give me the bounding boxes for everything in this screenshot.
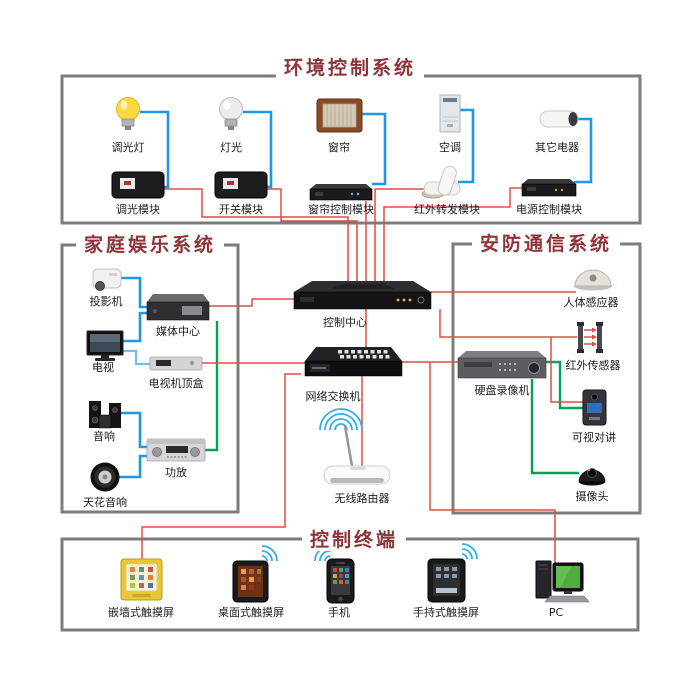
label-ir-sensor: 红外传感器 bbox=[565, 359, 621, 372]
other-appliance-icon bbox=[539, 110, 579, 128]
label-curtain-control-module: 窗帘控制模块 bbox=[308, 203, 374, 216]
wire-switchmodule-controlcenter bbox=[253, 188, 358, 282]
wire-mediacenter-amplifier bbox=[205, 321, 219, 452]
mobile-phone-icon bbox=[314, 545, 355, 604]
wire-irforwardmodule-controlcenter bbox=[374, 188, 424, 282]
label-network-switch: 网络交换机 bbox=[305, 390, 361, 403]
wire-appliance-powermodule bbox=[574, 117, 593, 184]
set-top-box-icon bbox=[149, 356, 203, 371]
label-dimmer-light: 调光灯 bbox=[111, 141, 145, 154]
wire-switch-walltouchscreen bbox=[141, 373, 301, 561]
label-video-intercom: 可视对讲 bbox=[572, 431, 616, 444]
label-body-sensor: 人体感应器 bbox=[563, 296, 619, 309]
amplifier-icon bbox=[146, 438, 206, 462]
wire-ac-irforwardmodule bbox=[458, 108, 475, 184]
label-switch-module: 开关模块 bbox=[219, 203, 263, 216]
control-center-icon bbox=[293, 281, 432, 310]
green-wires bbox=[205, 321, 583, 475]
handheld-touchscreen-icon bbox=[427, 543, 478, 603]
section-title-terminal: 控制终端 bbox=[301, 529, 407, 551]
projector-icon bbox=[92, 268, 122, 291]
wire-powermodule-controlcenter bbox=[383, 187, 522, 282]
label-desktop-touchscreen: 桌面式触摸屏 bbox=[218, 606, 284, 619]
label-ir-forward-module: 红外转发模块 bbox=[414, 203, 480, 216]
label-other-appliance: 其它电器 bbox=[535, 141, 579, 154]
label-air-conditioner: 空调 bbox=[439, 141, 461, 154]
wire-curtain-curtainmodule bbox=[361, 112, 387, 186]
label-power-control-module: 电源控制模块 bbox=[516, 203, 582, 216]
wire-tv-mediacenter bbox=[123, 311, 147, 343]
label-control-center: 控制中心 bbox=[323, 316, 367, 329]
wire-dimmingmodule-controlcenter bbox=[147, 188, 349, 282]
label-ceiling-speaker: 天花音响 bbox=[83, 496, 127, 509]
label-wireless-router: 无线路由器 bbox=[334, 492, 390, 505]
label-wall-touchscreen: 嵌墙式触摸屏 bbox=[108, 606, 174, 619]
network-switch-icon bbox=[304, 347, 403, 377]
air-conditioner-icon bbox=[439, 94, 461, 133]
label-curtain: 窗帘 bbox=[328, 141, 350, 154]
wire-dvr-camera bbox=[530, 379, 579, 475]
label-dvr: 硬盘录像机 bbox=[474, 384, 530, 397]
curtain-icon bbox=[316, 98, 363, 133]
ir-forward-module-icon bbox=[421, 165, 461, 199]
label-media-center: 媒体中心 bbox=[156, 325, 200, 338]
label-mobile-phone: 手机 bbox=[328, 606, 350, 619]
wire-ceilingspeaker-amplifier bbox=[119, 454, 147, 479]
dimming-module-icon bbox=[111, 171, 165, 199]
pc-icon bbox=[535, 560, 590, 603]
wire-controlcenter-irsensor bbox=[439, 309, 577, 338]
wire-speakers-amplifier bbox=[121, 411, 147, 449]
dimmer-light-icon bbox=[116, 97, 140, 130]
dvr-icon bbox=[457, 351, 547, 379]
switch-module-icon bbox=[214, 171, 268, 199]
wall-touchscreen-icon bbox=[120, 558, 163, 601]
wire-projector-mediacenter bbox=[121, 276, 147, 309]
label-pc: PC bbox=[548, 606, 564, 619]
label-dimming-module: 调光模块 bbox=[116, 203, 160, 216]
camera-icon bbox=[578, 468, 606, 486]
label-tv: 电视 bbox=[92, 361, 114, 374]
speakers-icon bbox=[89, 401, 121, 429]
ir-sensor-icon bbox=[577, 322, 603, 353]
red-wires bbox=[141, 187, 597, 563]
video-intercom-icon bbox=[582, 389, 607, 426]
label-light: 灯光 bbox=[220, 141, 242, 154]
section-title-environment: 环境控制系统 bbox=[275, 57, 425, 79]
curtain-control-module-icon bbox=[309, 184, 373, 201]
body-sensor-icon bbox=[574, 269, 612, 291]
wire-branch-intercom bbox=[550, 337, 584, 403]
wireless-router-icon bbox=[319, 408, 391, 485]
ceiling-speaker-icon bbox=[90, 462, 120, 492]
wire-tv-settopbox bbox=[123, 349, 150, 366]
power-control-module-icon bbox=[521, 179, 577, 197]
wire-switch-pc bbox=[429, 362, 556, 563]
desktop-touchscreen-icon bbox=[232, 545, 278, 603]
section-title-security: 安防通信系统 bbox=[471, 233, 621, 255]
ir-beam-arrows bbox=[584, 327, 597, 347]
section-title-entertainment: 家庭娱乐系统 bbox=[75, 234, 225, 256]
label-amplifier: 功放 bbox=[165, 466, 187, 479]
label-projector: 投影机 bbox=[89, 295, 123, 308]
label-set-top-box: 电视机顶盒 bbox=[148, 377, 204, 390]
wire-controlcenter-mediacenter bbox=[209, 298, 294, 307]
tv-icon bbox=[86, 330, 124, 361]
light-icon bbox=[219, 97, 243, 130]
label-camera: 摄像头 bbox=[575, 490, 609, 503]
media-center-icon bbox=[146, 294, 210, 321]
label-speakers: 音响 bbox=[93, 430, 115, 443]
label-handheld-touchscreen: 手持式触摸屏 bbox=[413, 606, 479, 619]
wire-dvr-intercom bbox=[546, 360, 583, 410]
